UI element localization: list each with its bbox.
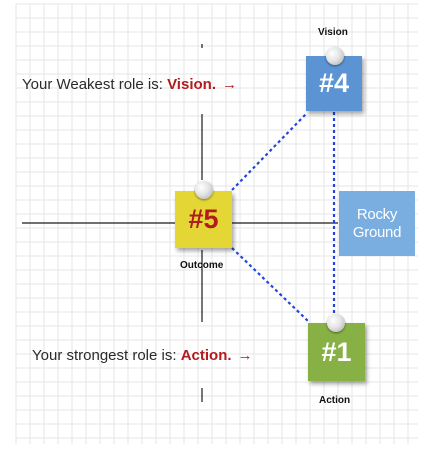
weakest-role-note: Your Weakest role is: Vision. → [22,76,237,93]
outcome-rank: #5 [188,204,219,234]
action-rank: #1 [321,336,352,367]
strongest-arrow-icon: → [237,347,253,364]
rocky-ground-box: Rocky Ground [339,191,415,256]
outcome-label: Outcome [180,260,224,271]
vision-pin-icon [326,47,344,65]
weakest-arrow-icon: → [221,76,237,93]
weakest-role-value: Vision. [167,76,216,93]
strongest-role-note: Your strongest role is: Action. → [32,347,253,364]
rocky-ground-line-2: Ground [352,223,402,241]
outcome-card: #5 [175,191,232,248]
action-label: Action [319,395,351,406]
vision-label: Vision [318,27,348,38]
weakest-role-prefix: Your Weakest role is: [22,76,168,93]
vision-card: #4 [306,56,362,111]
vision-rank: #4 [318,68,350,98]
action-pin-icon [327,314,345,332]
strongest-role-value: Action. [180,347,232,364]
outcome-vision-connector [231,113,307,191]
rocky-ground-line-1: Rocky [356,205,398,223]
outcome-pin-icon [195,181,213,199]
action-card: #1 [308,323,365,381]
strongest-role-prefix: Your strongest role is: [32,347,181,364]
